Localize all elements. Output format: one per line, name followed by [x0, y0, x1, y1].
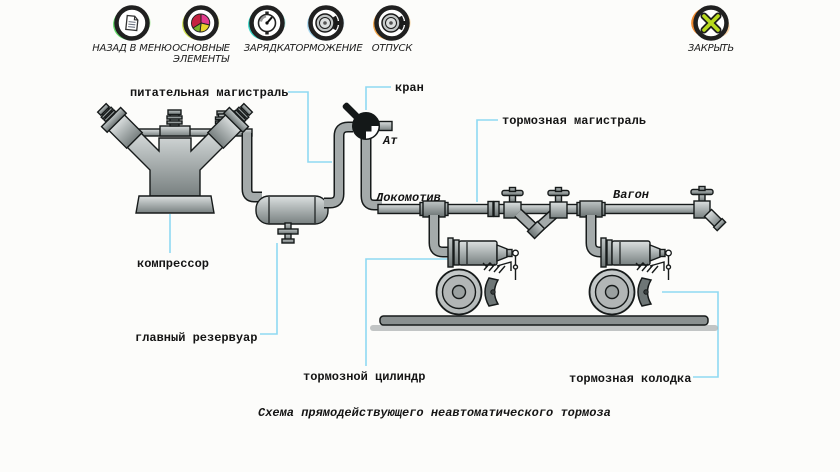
leader-feed-line	[288, 91, 332, 163]
leader-main-reservoir	[260, 243, 278, 335]
brake-main-pipe	[377, 185, 727, 258]
valve-handle	[342, 102, 362, 122]
label-wagon: Вагон	[613, 188, 650, 202]
locomotive-brake-rig	[435, 237, 519, 316]
toolbar-button-charging[interactable]: ЗАРЯДКА	[227, 2, 307, 54]
main-reservoir-tank	[255, 195, 329, 225]
valve-atmosphere-port	[378, 120, 393, 132]
label-valve: кран	[395, 81, 424, 95]
wheel-wagon	[588, 268, 636, 316]
toolbar-button-main-elements[interactable]: ОСНОВНЫЕ ЭЛЕМЕНТЫ	[161, 2, 241, 65]
toolbar-button-braking[interactable]: ТОРМОЖЕНИЕ	[286, 2, 366, 54]
wheel-brake-icon	[373, 5, 411, 41]
toolbar-button-label: ЗАКРЫТЬ	[687, 43, 735, 54]
wheel-locomotive	[435, 268, 483, 316]
compressor-base	[135, 195, 215, 214]
toolbar-button-back-to-menu[interactable]: НАЗАД В МЕНЮ	[92, 2, 172, 54]
pipe-flange	[487, 200, 494, 218]
brake-linkage	[482, 256, 519, 280]
end-valve-right	[547, 186, 570, 219]
label-atmosphere: Ат	[382, 134, 398, 148]
pie-elements-icon	[182, 5, 220, 41]
wagon-tee-fitting	[576, 200, 606, 218]
toolbar-button-label: НАЗАД В МЕНЮ	[92, 43, 172, 54]
leader-brake-shoe	[662, 291, 719, 378]
compressor-body	[121, 127, 229, 197]
brake-linkage	[635, 256, 672, 280]
end-valve-left	[501, 186, 524, 219]
pipe-flange	[493, 200, 500, 218]
label-main-reservoir: главный резервуар	[135, 331, 257, 345]
label-feed-line: питательная магистраль	[130, 86, 288, 100]
label-compressor: компрессор	[137, 257, 209, 271]
compressor-cylinder-right	[206, 102, 254, 150]
drivers-brake-valve	[342, 102, 393, 211]
compressor	[96, 102, 262, 214]
leader-brake-cylinder	[365, 258, 451, 366]
toolbar-button-label: ЗАРЯДКА	[243, 43, 291, 54]
toolbar-button-label: ОТПУСК	[371, 43, 413, 54]
close-x-icon	[691, 5, 730, 41]
brake-cylinder-wagon	[600, 237, 672, 268]
gauge-icon	[248, 5, 286, 41]
label-brake-cylinder: тормозной цилиндр	[303, 370, 425, 384]
toolbar-button-label: ОСНОВНЫЕ ЭЛЕМЕНТЫ	[172, 43, 230, 65]
leader-brake-line	[476, 119, 498, 202]
compressor-cylinder-center	[159, 109, 191, 137]
compressor-cylinder-left	[96, 102, 144, 150]
brake-cylinder-locomotive	[447, 237, 519, 268]
label-brake-line: тормозная магистраль	[502, 114, 646, 128]
main-reservoir	[255, 121, 353, 244]
document-icon	[113, 5, 151, 41]
end-cock	[690, 185, 727, 232]
toolbar-button-label: ТОРМОЖЕНИЕ	[289, 43, 363, 54]
leader-valve	[365, 86, 391, 110]
reservoir-drain-valve	[277, 222, 299, 244]
label-brake-shoe: тормозная колодка	[569, 372, 691, 386]
toolbar-button-release[interactable]: ОТПУСК	[352, 2, 432, 54]
wagon-brake-rig	[588, 237, 672, 316]
leader-lines	[169, 86, 719, 378]
rail	[370, 315, 718, 331]
toolbar-button-close[interactable]: ЗАКРЫТЬ	[671, 2, 751, 54]
label-locomotive: Локомотив	[375, 191, 441, 205]
wheel-brake-icon	[307, 5, 345, 41]
diagram-caption: Схема прямодействующего неавтоматическог…	[258, 406, 611, 420]
